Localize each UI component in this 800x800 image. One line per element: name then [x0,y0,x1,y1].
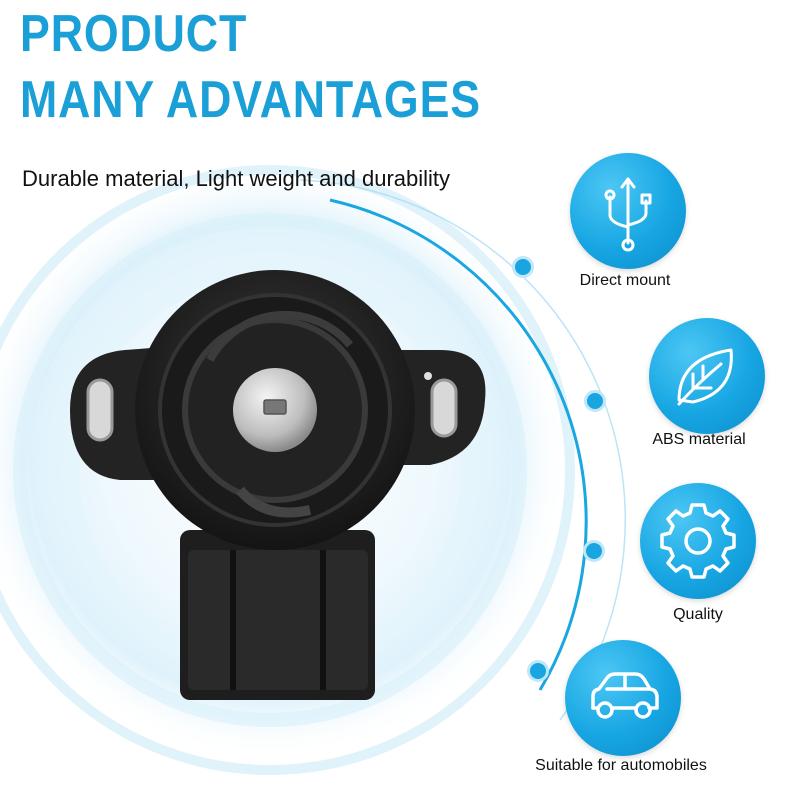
car-icon [591,672,659,719]
arc-dot-3 [583,540,605,562]
subtitle: Durable material, Light weight and durab… [22,166,451,191]
usb-icon [604,177,652,252]
feature-label-quality: Quality [673,606,723,623]
arc-dot-2 [584,390,606,412]
page-title-line1: PRODUCT [20,5,248,63]
gear-icon [660,503,736,579]
feature-badge-quality [640,483,756,599]
feature-label-automobiles: Suitable for automobiles [535,757,707,774]
arc-dot-4 [527,660,549,682]
feature-label-direct-mount: Direct mount [579,272,671,289]
page-title-line2: MANY ADVANTAGES [20,71,481,129]
feature-badge-direct-mount [570,153,686,269]
arc-dot-1 [512,256,534,278]
feature-label-abs-material: ABS material [652,431,746,448]
feature-badge-automobiles [565,640,681,756]
leaf-icon [677,348,733,406]
feature-badge-abs-material [649,318,765,434]
product-image [70,270,486,700]
